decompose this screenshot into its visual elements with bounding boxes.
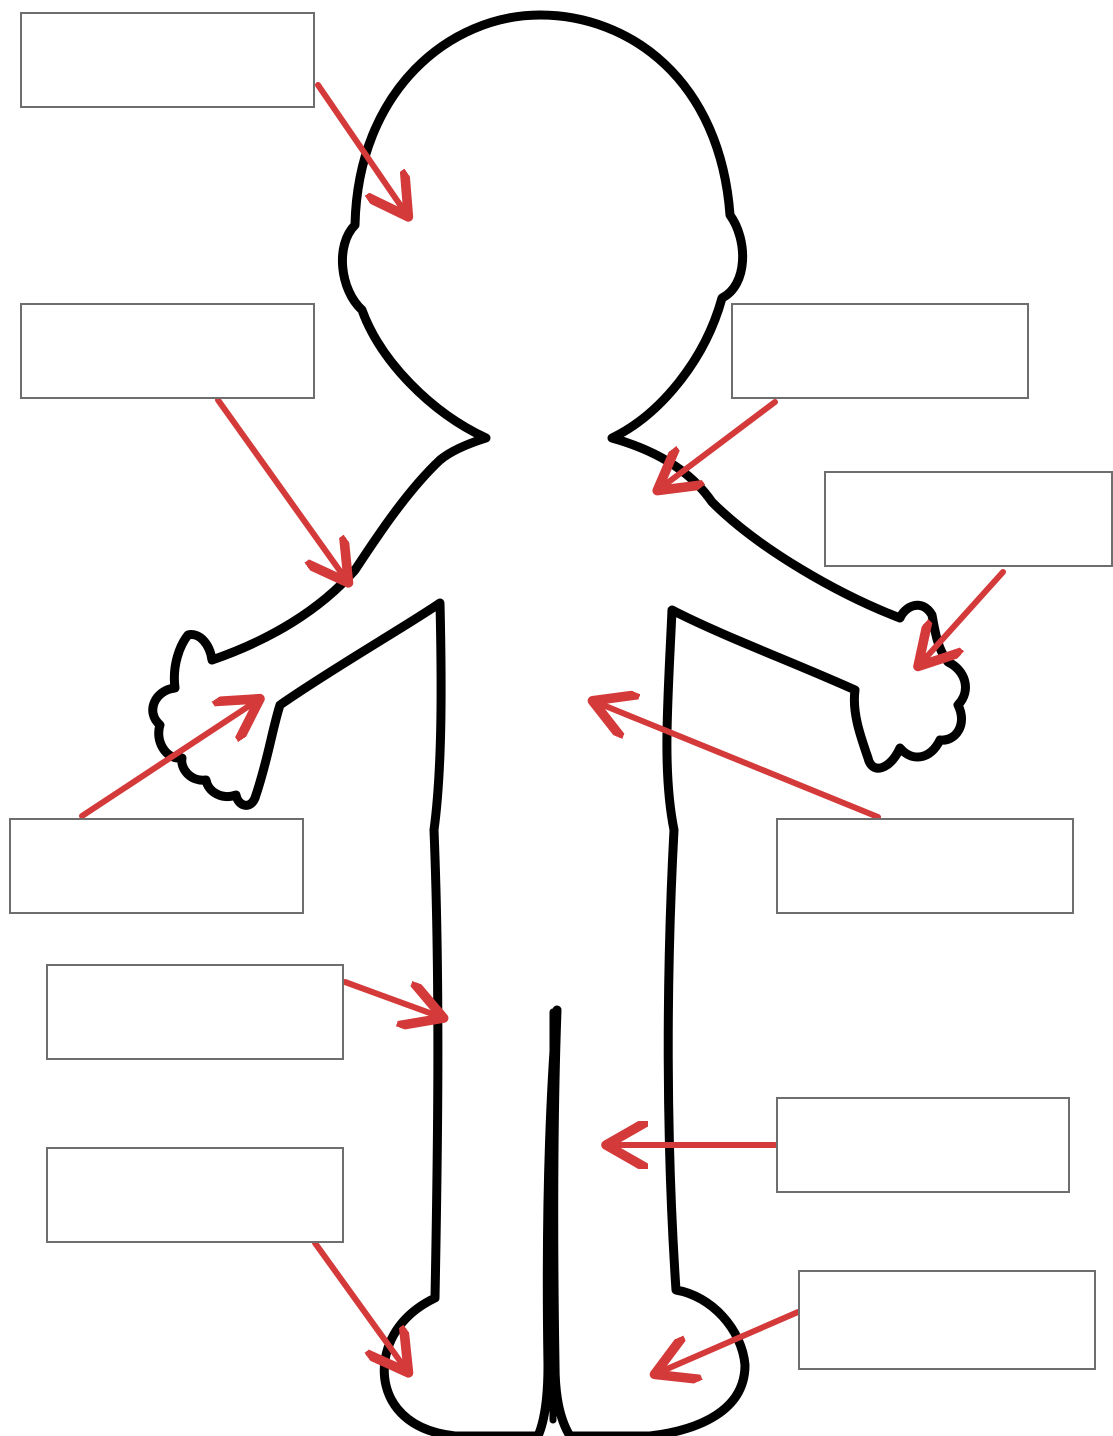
label-box-hip[interactable] [46,964,344,1060]
arrow-shoulder [662,402,775,487]
label-box-hand-right[interactable] [824,471,1113,567]
arrow-foot-left [315,1243,405,1368]
label-box-foot-right[interactable] [798,1270,1096,1370]
label-box-head[interactable] [20,12,315,108]
label-box-arm[interactable] [20,303,315,399]
label-box-shoulder[interactable] [731,303,1029,399]
label-box-hand-left[interactable] [9,818,304,914]
arrow-arm [218,400,345,578]
label-box-tummy[interactable] [776,818,1074,914]
label-box-foot-left[interactable] [46,1147,344,1243]
label-box-leg[interactable] [776,1097,1070,1193]
arrow-hip [345,982,438,1016]
